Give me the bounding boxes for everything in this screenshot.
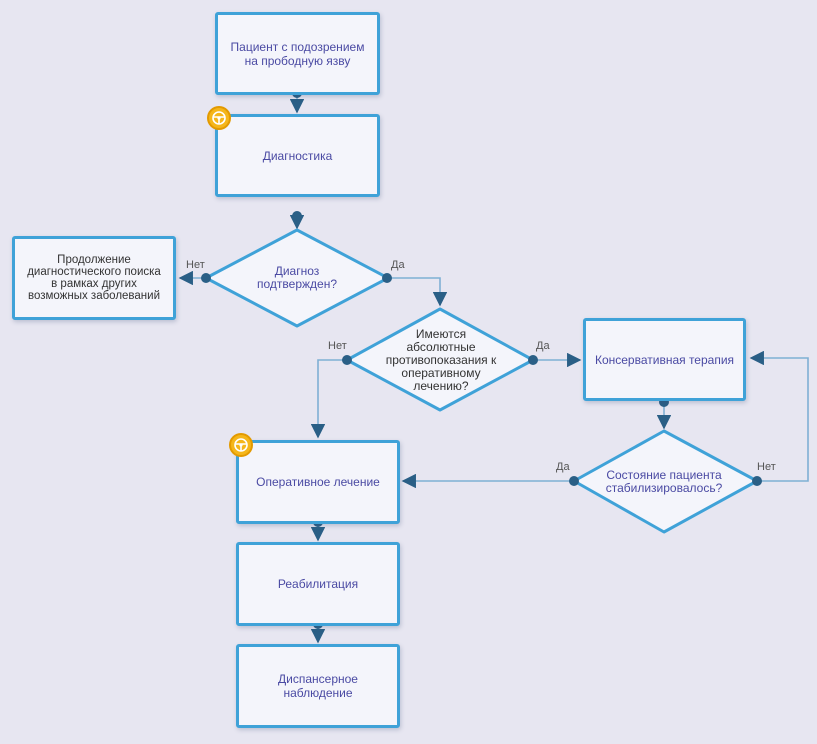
label-diag-no: Нет — [186, 259, 205, 271]
steering-wheel-icon — [229, 433, 253, 457]
node-continue-search: Продолжение диагностического поиска в ра… — [12, 236, 176, 320]
node-rehabilitation: Реабилитация — [236, 542, 400, 626]
decision-contraindications-text: Имеются абсолютные противопоказания к оп… — [385, 326, 497, 393]
label-contra-no: Нет — [328, 340, 347, 352]
decision-contraindications-shape — [345, 307, 535, 412]
node-surgery: Оперативное лечение — [236, 440, 400, 524]
node-start: Пациент с подозрением на прободную язву — [215, 12, 380, 95]
label-diag-yes: Да — [391, 259, 405, 271]
edge-decision1-yes — [387, 277, 448, 307]
decision-diagnosis-text: Диагноз подтвержден? — [257, 264, 337, 291]
node-diagnostics: Диагностика — [215, 114, 380, 197]
decision-stabilized-shape — [572, 429, 759, 534]
node-followup: Диспансерное наблюдение — [236, 644, 400, 728]
node-conservative: Консервативная терапия — [583, 318, 746, 401]
label-contra-yes: Да — [536, 340, 550, 352]
label-stab-no: Нет — [757, 461, 776, 473]
steering-wheel-icon — [207, 106, 231, 130]
edge-decision2-no — [310, 359, 347, 439]
decision-diagnosis-shape — [204, 228, 390, 328]
decision-stabilized-text: Состояние пациента стабилизировалось? — [605, 468, 723, 495]
edge-stabilized-no — [749, 350, 809, 482]
label-stab-yes: Да — [556, 461, 570, 473]
